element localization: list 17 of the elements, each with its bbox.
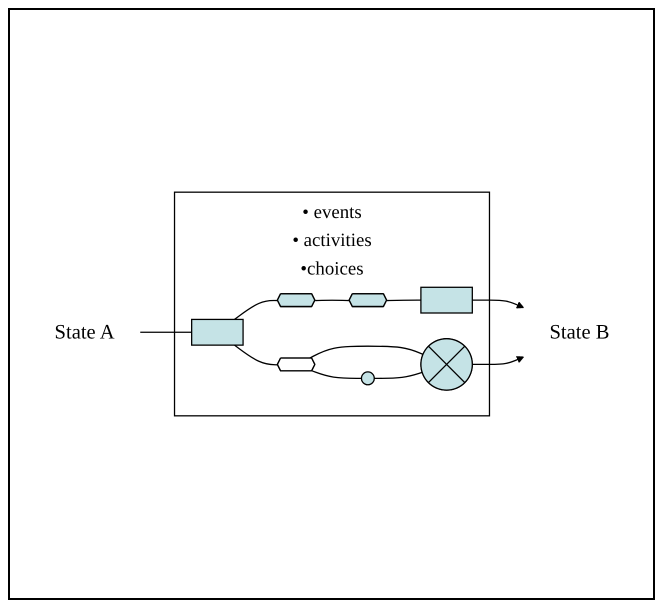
connector <box>234 344 278 366</box>
node-text: State A <box>54 321 114 344</box>
cluster <box>173 192 490 416</box>
connector <box>386 300 420 302</box>
connector <box>374 372 422 379</box>
connector <box>234 300 278 320</box>
arrow <box>472 356 524 366</box>
frame-border: • events • activities •choices State A State B <box>8 8 655 600</box>
connector <box>308 346 423 359</box>
node-text: State B <box>548 321 609 344</box>
node-box <box>420 286 472 314</box>
connector <box>140 332 192 333</box>
connector <box>314 300 350 302</box>
arrow <box>472 300 524 308</box>
node-box <box>190 318 244 346</box>
node-circle <box>360 371 374 386</box>
connector <box>312 370 361 379</box>
